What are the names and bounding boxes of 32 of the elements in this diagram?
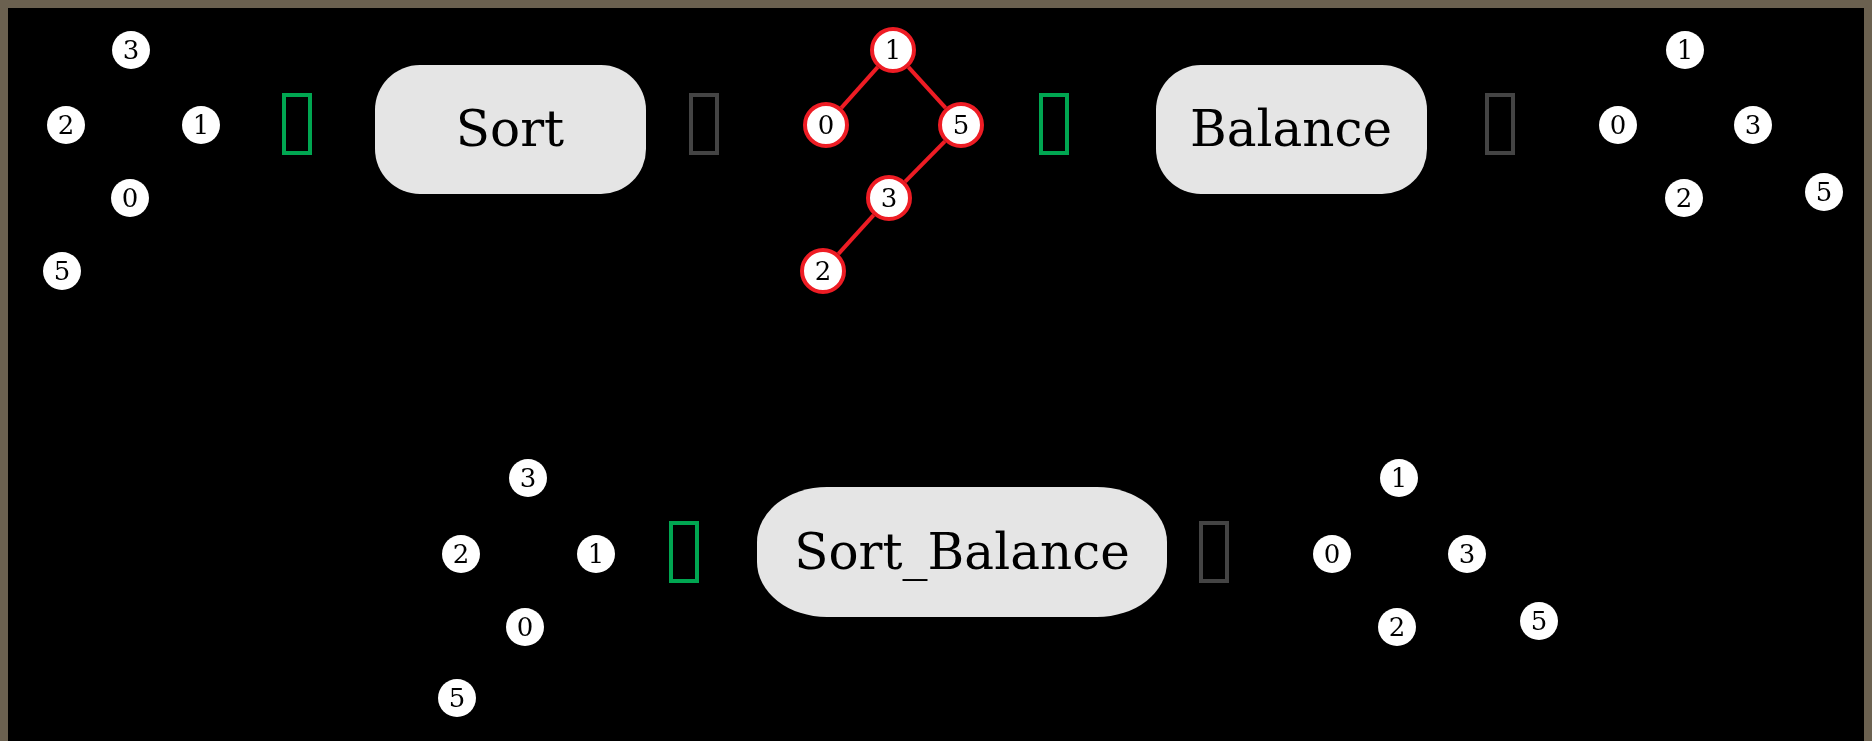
number-circle: 3 [112,31,150,69]
number-circle: 1 [1666,31,1704,69]
number-circle: 5 [1520,602,1558,640]
process-box: Sort_Balance [757,487,1167,617]
number-circle: 3 [866,175,912,221]
number-circle: 0 [1599,106,1637,144]
number-circle: 2 [1665,179,1703,217]
number-circle: 0 [506,608,544,646]
tree-edge [903,139,947,184]
tree-edge [906,65,948,110]
number-circle: 5 [43,252,81,290]
number-circle: 3 [1448,535,1486,573]
number-circle: 5 [438,679,476,717]
number-circle: 1 [577,535,615,573]
number-circle: 0 [803,102,849,148]
number-circle: 1 [870,27,916,73]
number-circle: 3 [1734,106,1772,144]
process-box: Balance [1155,64,1427,194]
number-circle: 0 [1313,535,1351,573]
number-circle: 2 [47,106,85,144]
number-circle: 0 [111,179,149,217]
number-circle: 1 [182,106,220,144]
number-circle: 2 [1378,608,1416,646]
number-circle: 1 [1380,459,1418,497]
number-circle: 3 [509,459,547,497]
number-circle: 2 [800,248,846,294]
number-circle: 5 [938,102,984,148]
number-circle: 2 [442,535,480,573]
tree-edge [839,65,880,110]
number-circle: 5 [1805,173,1843,211]
process-box: Sort [374,64,646,194]
tree-edge [836,213,876,256]
